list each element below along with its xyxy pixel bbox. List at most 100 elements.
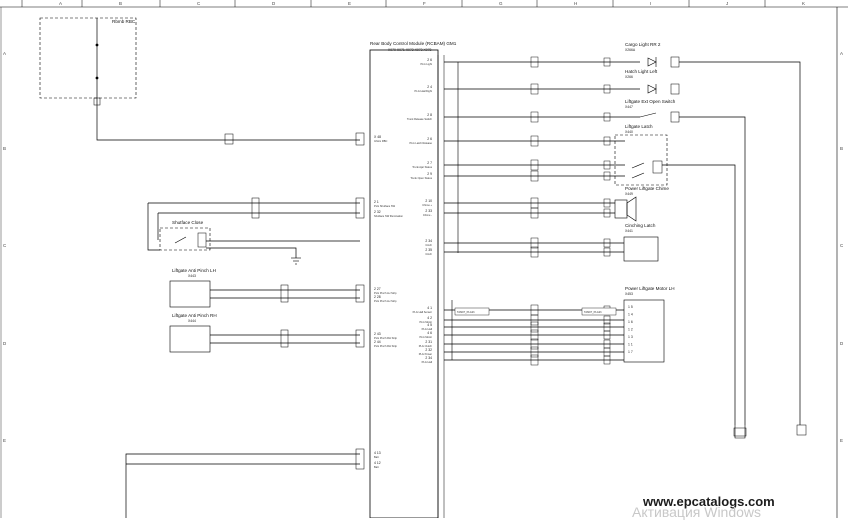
module-right-pin: 2 32 (425, 348, 432, 352)
splice-label-left: TAM07_PLG2h (457, 310, 475, 314)
pinch-lh-name: Liftgate Anti Pinch LH (172, 268, 216, 273)
cargo-light-rr2: Cargo Light RR 2 X266A (625, 42, 801, 425)
module-right-pin-label: PLG Power (419, 352, 432, 356)
module-left-pin-label: Batt (374, 465, 379, 469)
row-marker-right-D: D (840, 341, 844, 346)
module-right-pin-label: PLG Hall (422, 327, 433, 331)
cinching-id: X441 (625, 229, 633, 233)
inline-connector (603, 208, 611, 218)
inline-connector (603, 238, 611, 248)
module-title: Rear Body Control Module (RCBAM) GM1 (370, 41, 457, 46)
module-right-pin-label: PLG Hall Sensor (413, 310, 432, 314)
column-marker-G: G (499, 1, 503, 6)
row-marker-left-E: E (3, 438, 6, 443)
module-right-pin-label: Trunk Ajar Status (412, 165, 433, 169)
column-marker-C: C (197, 1, 201, 6)
motor-pin: 1 5 (628, 305, 633, 309)
module-right-pin-label: PLG Motor (419, 335, 432, 339)
row-marker-left-A: A (3, 51, 6, 56)
inline-connector (603, 112, 611, 122)
inline-connector (530, 170, 539, 182)
row-marker-left-D: D (3, 341, 7, 346)
pinch-lh-id: X443 (188, 274, 196, 278)
module-left-pin-label: Shutface SW Illumination (374, 214, 404, 218)
module-right-pin-label: Chime + (422, 203, 432, 207)
module-left-pin: 4 13 (374, 451, 381, 455)
module-left-pin: 2 44 (374, 340, 381, 344)
hatch-light-name: Hatch Light Left (625, 69, 658, 74)
column-marker-K: K (802, 1, 805, 6)
liftgate-latch-name: Liftgate Latch (625, 124, 653, 129)
column-marker-B: B (119, 1, 122, 6)
inline-connector (603, 160, 611, 170)
battery-feed (125, 448, 365, 518)
module-right-pin-label: Trunk Open Status (410, 176, 432, 180)
watermark-windows-activation: Активация Windows (632, 504, 762, 520)
column-marker-F: F (423, 1, 426, 6)
motor-pin: 1 3 (628, 335, 633, 339)
open-switch-name: Liftgate Ext Open Switch (625, 99, 676, 104)
module-right-pin-label: PLG Latch Release (410, 141, 433, 145)
cargo-light-id: X266A (625, 48, 636, 52)
inline-connector (530, 314, 539, 326)
liftgate-latch-id: X440 (625, 130, 633, 134)
module-right-pin: 2 8 (427, 113, 432, 117)
row-marker-right-E: E (840, 438, 843, 443)
motor-pin: 1 6 (628, 320, 633, 324)
inline-connector (530, 111, 539, 123)
inline-connector (530, 321, 539, 333)
open-switch-id: X447 (625, 105, 633, 109)
inline-connector (530, 56, 539, 68)
module-connectors: X070 X071 X072 X073 X078 (388, 48, 431, 52)
right-side-wires (444, 56, 640, 366)
liftgate-anti-pinch-rh: Liftgate Anti Pinch RH X444 (169, 313, 365, 353)
module-right-pin: 2 6 (427, 137, 432, 141)
splice-label-right: TAM07_PLG2h (584, 310, 602, 314)
cinching-latch: Cinching Latch X441 (623, 223, 659, 262)
hatch-light-id: X266 (625, 75, 633, 79)
inline-connector (530, 354, 539, 366)
module-right-pin: 2 34 (425, 239, 432, 243)
inline-connector (530, 207, 539, 219)
motor-id: X453 (625, 292, 633, 296)
inline-connector (603, 136, 611, 146)
module-right-pin: 4 5 (427, 323, 432, 327)
right-grounds (733, 424, 807, 439)
column-marker-I: I (650, 1, 651, 6)
motor-pins: 1 51 41 61 21 31 11 7 (628, 305, 633, 354)
module-right-pin: 4 1 (427, 306, 432, 310)
module-right-pin: 2 33 (425, 209, 432, 213)
column-marker-E: E (348, 1, 351, 6)
shutface-name: Shutface Close (172, 220, 204, 225)
module-left-pin: 4 12 (374, 461, 381, 465)
inline-connector (603, 330, 611, 340)
power-liftgate-motor-lh: Power Liftgate Motor LH X453 (623, 286, 675, 363)
module-left-pin-label: PLG Pinch RH Strip (374, 336, 397, 340)
inline-connector (603, 57, 611, 67)
module-right-pin-label: Cinch (425, 252, 432, 256)
inline-connector (530, 346, 539, 358)
column-marker-D: D (272, 1, 276, 6)
cinching-name: Cinching Latch (625, 223, 656, 228)
inline-connector (530, 246, 539, 258)
row-marker-right-C: C (840, 243, 844, 248)
inline-connector (530, 338, 539, 350)
inline-connector (530, 83, 539, 95)
module-right-pin: 2 9 (427, 172, 432, 176)
rbc-ground-block: Rbmb RBC (39, 17, 365, 146)
module-right-pin: 2 35 (425, 248, 432, 252)
hatch-light-left: Hatch Light Left X266 (625, 69, 680, 95)
row-marker-right-A: A (840, 51, 843, 56)
pinch-rh-id: X444 (188, 319, 196, 323)
row-marker-right-B: B (840, 146, 843, 151)
inline-connector (603, 198, 611, 208)
row-marker-left-B: B (3, 146, 6, 151)
module-right-pin-label: PLG Clutch (419, 344, 433, 348)
chime-id: X449 (625, 192, 633, 196)
inline-connector (603, 315, 611, 325)
module-right-pin: 2 31 (425, 340, 432, 344)
